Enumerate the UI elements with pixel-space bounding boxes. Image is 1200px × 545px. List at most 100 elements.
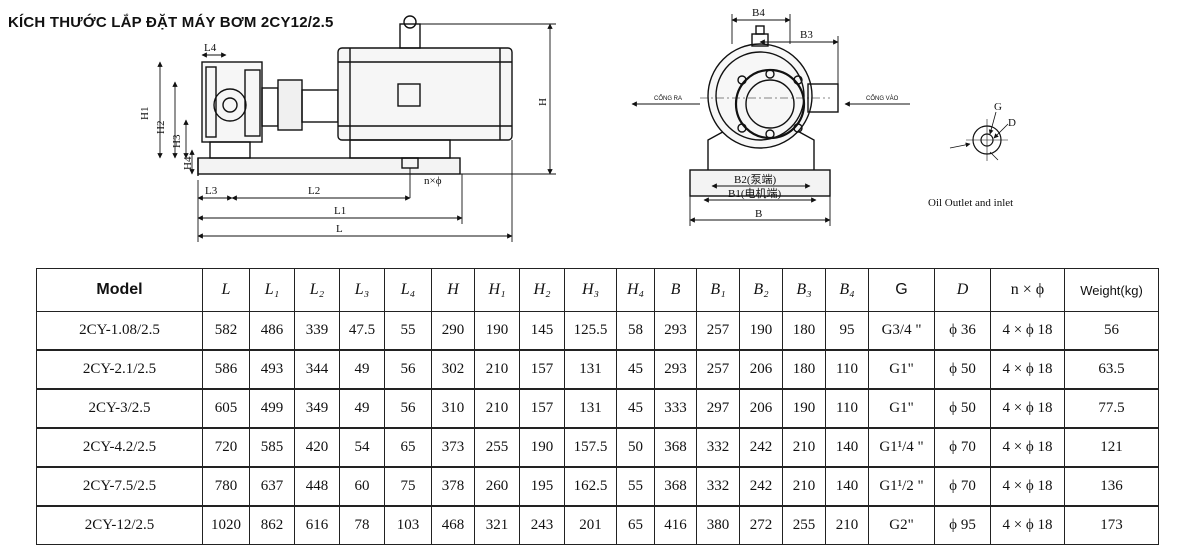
table-cell: 720 [202,427,250,468]
table-cell: 468 [431,505,475,545]
table-cell: 58 [616,311,655,351]
label-B4: B4 [752,7,765,19]
table-cell: 47.5 [339,311,385,351]
table-cell: 349 [294,388,340,429]
table-cell: 56 [1064,311,1159,351]
table-cell: 339 [294,311,340,351]
table-cell: 190 [739,311,783,351]
table-cell: 190 [474,311,520,351]
label-B3: B3 [800,29,813,41]
table-cell: G1¹/2 " [868,466,935,507]
table-cell: 157 [519,388,565,429]
header-L2: L₂ [294,268,340,312]
table-cell: 368 [654,427,697,468]
table-cell: 210 [474,349,520,390]
table-cell: 1020 [202,505,250,545]
header-L4: L₄ [384,268,432,312]
table-cell: 78 [339,505,385,545]
table-header-row: Model L L₁ L₂ L₃ L₄ H H₁ H₂ H₃ H₄ B B₁ B… [36,268,1159,312]
table-cell: 333 [654,388,697,429]
table-cell: 272 [739,505,783,545]
table-cell: 586 [202,349,250,390]
header-n-phi: n × ϕ [990,268,1065,312]
table-cell: 862 [249,505,295,545]
table-cell: 210 [782,466,826,507]
table-cell: 50 [616,427,655,468]
table-cell: 780 [202,466,250,507]
model-cell: 2CY-1.08/2.5 [36,311,203,351]
table-cell: 4 × ϕ 18 [990,349,1065,390]
header-G: G [868,268,935,312]
label-B1: B1(电机端) [728,186,781,200]
table-cell: 4 × ϕ 18 [990,427,1065,468]
table-cell: 332 [696,466,740,507]
header-H1: H₁ [474,268,520,312]
table-cell: 255 [782,505,826,545]
table-cell: 195 [519,466,565,507]
table-cell: 255 [474,427,520,468]
table-cell: 344 [294,349,340,390]
table-cell: 373 [431,427,475,468]
header-L1: L₁ [249,268,295,312]
table-cell: 56 [384,349,432,390]
table-cell: G1¹/4 " [868,427,935,468]
label-H: H [537,98,549,106]
header-H: H [431,268,475,312]
table-cell: 136 [1064,466,1159,507]
table-cell: 332 [696,427,740,468]
table-cell: 65 [616,505,655,545]
table-cell: 585 [249,427,295,468]
label-B2: B2(泵端) [734,173,776,186]
table-cell: 210 [825,505,869,545]
table-cell: 420 [294,427,340,468]
table-cell: 95 [825,311,869,351]
table-cell: G1" [868,349,935,390]
table-cell: 190 [782,388,826,429]
table-cell: 416 [654,505,697,545]
page-title: KÍCH THƯỚC LẮP ĐẶT MÁY BƠM 2CY12/2.5 [8,14,334,31]
table-cell: 206 [739,388,783,429]
table-cell: 201 [564,505,617,545]
table-cell: 55 [616,466,655,507]
table-cell: 49 [339,349,385,390]
table-cell: 243 [519,505,565,545]
table-cell: 4 × ϕ 18 [990,505,1065,545]
table-cell: 637 [249,466,295,507]
table-cell: 605 [202,388,250,429]
table-cell: 180 [782,349,826,390]
table-cell: ϕ 95 [934,505,991,545]
model-cell: 2CY-12/2.5 [36,505,203,545]
header-D: D [934,268,991,312]
table-cell: 378 [431,466,475,507]
label-outlet: CỔNG RA [654,95,682,102]
oil-port-caption: Oil Outlet and inlet [928,197,1013,209]
table-cell: 75 [384,466,432,507]
table-cell: ϕ 70 [934,466,991,507]
table-cell: 45 [616,349,655,390]
table-cell: 157.5 [564,427,617,468]
label-H2: H2 [155,121,167,134]
table-cell: 110 [825,388,869,429]
table-cell: 380 [696,505,740,545]
table-cell: 293 [654,311,697,351]
header-B: B [654,268,697,312]
table-cell: ϕ 36 [934,311,991,351]
label-H3: H3 [171,134,183,148]
label-n-phi: n×ϕ [424,175,442,187]
table-cell: 121 [1064,427,1159,468]
table-cell: 60 [339,466,385,507]
table-cell: 210 [474,388,520,429]
table-cell: 125.5 [564,311,617,351]
header-B1: B₁ [696,268,740,312]
label-L2: L2 [308,185,320,197]
header-B2: B₂ [739,268,783,312]
front-view [631,14,910,226]
label-L3: L3 [205,185,218,197]
table-cell: G1" [868,388,935,429]
side-view [157,15,556,242]
